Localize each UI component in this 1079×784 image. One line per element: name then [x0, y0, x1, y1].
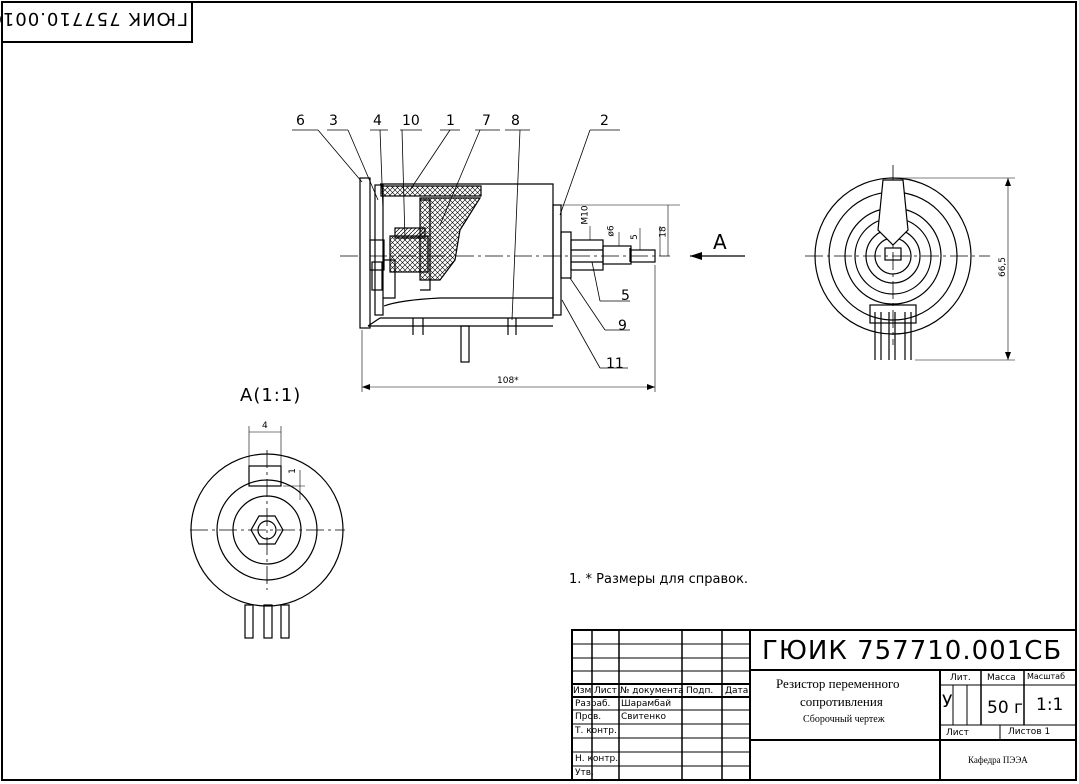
- row-razrab: Разраб.: [575, 699, 611, 709]
- dim-m10: М10: [580, 205, 591, 225]
- callout-7: 7: [482, 113, 491, 129]
- dim-1: 1: [287, 468, 298, 474]
- title-line-1: Резистор переменного: [776, 676, 900, 691]
- row-utv: Утв.: [575, 768, 594, 778]
- callout-5: 5: [621, 288, 630, 304]
- callout-2: 2: [600, 113, 609, 129]
- scale-value: 1:1: [1036, 695, 1064, 715]
- massa-header: Масса: [987, 673, 1016, 683]
- row-prov: Пров.: [575, 712, 602, 722]
- callout-9: 9: [618, 318, 627, 334]
- dim-108: 108*: [497, 376, 519, 386]
- designation: ГЮИК 757710.001СБ: [762, 636, 1063, 666]
- title-block: [571, 629, 1077, 781]
- dim-4: 4: [262, 421, 268, 431]
- col-doc: № документа: [620, 686, 684, 696]
- mass-value: 50 г: [987, 698, 1023, 718]
- title-line-2: сопротивления: [800, 694, 883, 709]
- drawing-note: 1. * Размеры для справок.: [569, 572, 749, 587]
- lit-header: Лит.: [950, 673, 971, 683]
- rotated-designation-stamp: ГЮИК 757710.001СБ: [0, 8, 188, 29]
- dim-66-5: 66,5: [998, 256, 1009, 278]
- col-izm: Изм: [573, 686, 592, 696]
- row-tkontr: Т. контр.: [575, 726, 617, 736]
- sheet-label: Лист: [946, 728, 969, 738]
- dim-d6: ø6: [606, 225, 617, 237]
- callout-10: 10: [402, 113, 420, 129]
- col-date: Дата: [725, 686, 749, 696]
- col-list: Лист: [594, 686, 617, 696]
- callout-6: 6: [296, 113, 305, 129]
- end-view: [805, 165, 1015, 361]
- view-a-title: А(1:1): [240, 385, 302, 406]
- sheets-label: Листов 1: [1008, 727, 1051, 737]
- col-podp: Подп.: [686, 686, 714, 696]
- callout-leaders: [292, 129, 630, 369]
- callout-8: 8: [511, 113, 520, 129]
- organization: Кафедра ПЭЭА: [968, 755, 1028, 765]
- callout-1: 1: [446, 113, 455, 129]
- dim-5: 5: [629, 234, 640, 240]
- view-a: [190, 426, 345, 639]
- masshtab-header: Масштаб: [1027, 672, 1066, 681]
- view-arrow-label: А: [713, 230, 728, 254]
- callout-3: 3: [329, 113, 338, 129]
- row-nkontr: Н. контр.: [575, 754, 619, 764]
- dim-18: 18: [658, 226, 669, 238]
- side-view: [340, 177, 745, 392]
- razrab-name: Шарамбай: [621, 699, 672, 709]
- title-line-3: Сборочный чертеж: [803, 714, 885, 725]
- prov-name: Свитенко: [621, 712, 667, 722]
- callout-4: 4: [373, 113, 382, 129]
- stamp-box: [1, 1, 193, 43]
- lit-value: У: [942, 692, 953, 712]
- callout-11: 11: [606, 356, 624, 372]
